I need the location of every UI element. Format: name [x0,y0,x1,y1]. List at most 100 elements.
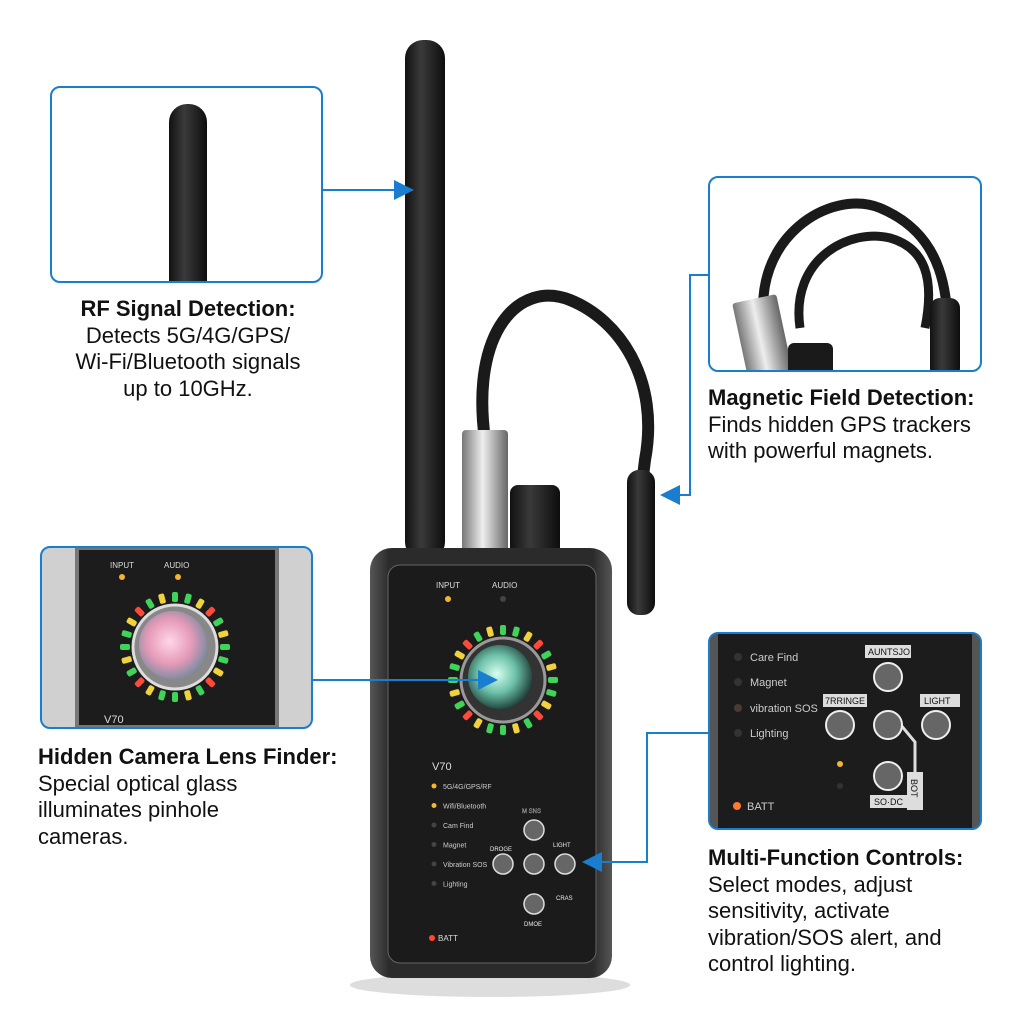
device-model: V70 [432,761,452,773]
ring-led [172,692,178,702]
zoom-box-antenna [50,86,323,283]
ring-led [126,667,137,677]
device-buttons: M SNS DROGE LIGHT DMOE CRAS [490,809,576,928]
ring-led [184,593,192,604]
control-button[interactable] [921,710,951,740]
caption-line: cameras. [38,823,129,849]
batt-led [429,935,435,941]
ring-led [220,644,230,650]
ring-led [541,650,552,660]
device-button[interactable] [523,819,545,841]
device-button[interactable] [554,853,576,875]
callout-arrow-controls [582,732,708,872]
control-button[interactable] [825,710,855,740]
control-button[interactable] [873,662,903,692]
ring-led [473,718,483,729]
ring-led [523,631,533,642]
indicator-label: Magnet [750,677,787,689]
ring-led [172,592,178,602]
ring-led [449,663,460,671]
caption-title: Magnetic Field Detection: [708,385,975,410]
zoom-box-controls: Care Find Magnet vibration SOS Lighting … [708,632,982,830]
indicator-label: Wifi/Bluetooth [443,804,486,811]
ring-led [473,631,483,642]
indicator-label: Cam Find [443,823,473,830]
ring-led [218,630,229,638]
caption-line: Wi-Fi/Bluetooth signals [75,349,301,374]
led-ring [448,625,558,735]
ring-led [195,598,205,609]
antenna-closeup [169,104,207,281]
control-button[interactable] [873,710,903,740]
led [445,596,451,602]
button-label: M SNS [522,809,541,815]
indicator-led [431,842,437,847]
ring-led [533,710,544,721]
button-label: SO·DC [874,797,904,807]
ring-led [158,690,166,701]
button-label: AUNTSJO [868,647,910,657]
ring-led [195,685,205,696]
led [500,596,506,602]
magnetic-probe-cable [476,289,655,501]
ring-led [134,677,145,688]
caption-title: Hidden Camera Lens Finder: [38,744,338,769]
caption-line: Finds hidden GPS trackers [708,411,971,437]
antenna [405,40,445,560]
indicator-label: 5G/4G/GPS/RF [443,784,492,791]
ring-led [546,689,557,697]
caption-line: vibration/SOS alert, and [708,924,942,950]
lens-zoom-model: V70 [104,714,124,726]
device-shadow [350,973,630,997]
ring-led [121,656,132,664]
device-batt-label: BATT [438,934,458,943]
ring-led [205,677,216,688]
knob [510,485,560,555]
device-panel [387,564,597,964]
ring-led [523,718,533,729]
callout-arrow-magnetic [660,274,708,505]
device-button[interactable] [523,893,545,915]
indicator-led [431,881,437,886]
ring-led [546,663,557,671]
ring-led [213,617,224,627]
probe-connector [462,430,508,555]
ring-led [213,667,224,677]
lens-zoom-label-input: INPUT [110,561,134,570]
indicator-led [431,861,437,867]
device-button[interactable] [523,853,545,875]
caption-line: sensitivity, activate [708,898,890,923]
indicator-led [431,803,437,808]
ring-led [145,685,155,696]
caption-line: Special optical glass [38,770,238,796]
indicator-label: Lighting [750,728,789,740]
ring-led [121,630,132,638]
ring-led [500,625,506,635]
ring-led [486,626,494,637]
indicator-led [431,783,437,789]
ring-led [512,626,520,637]
batt-label: BATT [747,801,775,813]
ring-led [120,644,130,650]
button-label: LIGHT [924,696,951,706]
zoom-box-probe [708,176,982,372]
device-label-audio: AUDIO [492,581,517,590]
ring-led [454,700,465,710]
caption-magnetic: Magnetic Field Detection: Finds hidden G… [708,385,1018,465]
device-button[interactable] [492,853,514,875]
ring-led [512,723,520,734]
indicator-label: Lighting [443,882,468,889]
ring-led [462,710,473,721]
ring-led [500,725,506,735]
ring-led [449,689,460,697]
ring-led [205,606,216,617]
caption-controls: Multi-Function Controls: Select modes, a… [708,845,1018,978]
ring-led [126,617,137,627]
indicator-led [431,822,437,828]
caption-line: up to 10GHz. [123,375,253,401]
camera-lens [468,645,532,709]
control-button[interactable] [873,761,903,791]
ring-led [134,606,145,617]
caption-lens: Hidden Camera Lens Finder: Special optic… [38,744,378,850]
